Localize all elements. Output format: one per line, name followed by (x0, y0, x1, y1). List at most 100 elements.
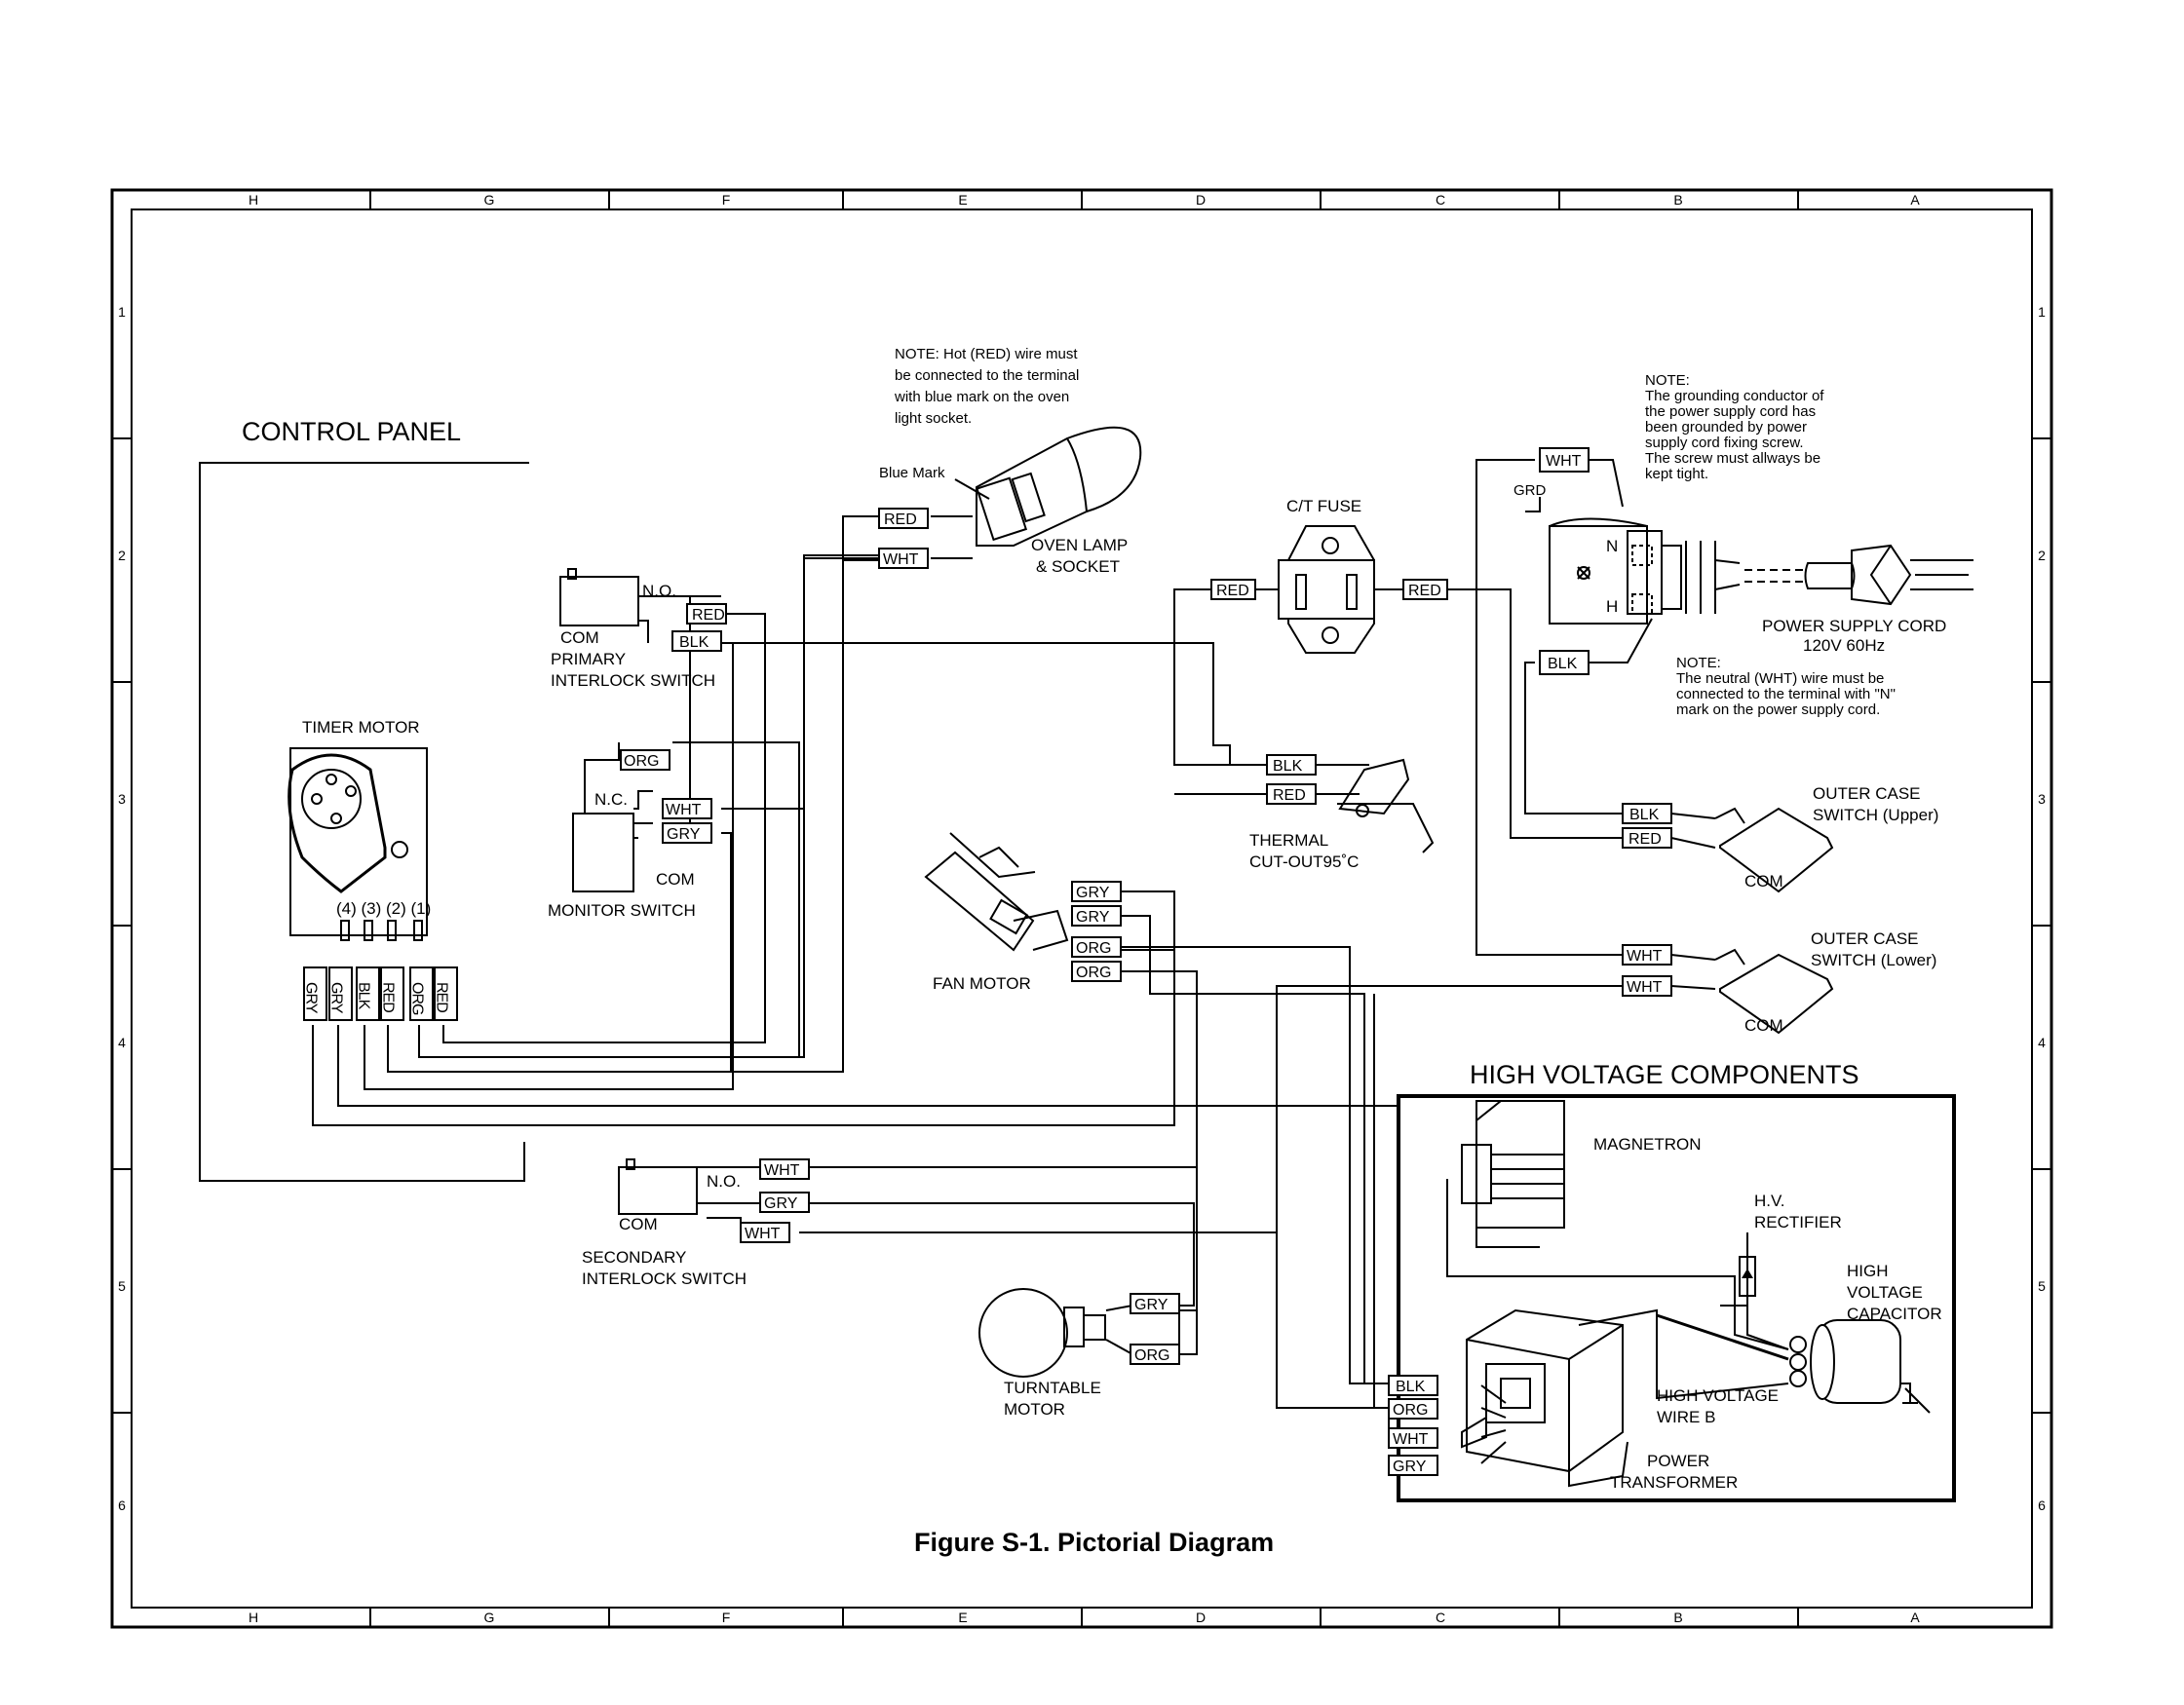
tag-thermal-blk: BLK (1266, 754, 1317, 776)
svg-text:ORG: ORG (624, 753, 659, 770)
ground-note-7: kept tight. (1645, 466, 1708, 482)
outer-lower-label-2: SWITCH (Lower) (1811, 951, 1936, 969)
svg-text:ORG: ORG (1393, 1402, 1428, 1419)
capacitor-label-3: CAPACITOR (1847, 1305, 1942, 1323)
row-left-6: 6 (118, 1497, 126, 1513)
n-mark: N (1606, 537, 1618, 555)
transformer-label-2: TRANSFORMER (1610, 1473, 1738, 1492)
secondary-switch-label-1: SECONDARY (582, 1248, 686, 1267)
row-right-4: 4 (2038, 1035, 2046, 1050)
tag-hv-gry: GRY (1388, 1455, 1438, 1476)
primary-no-label: N.O. (642, 582, 676, 600)
neutral-note-2: The neutral (WHT) wire must be (1676, 670, 1884, 687)
tag-outer-lower-wht-2: WHT (1622, 975, 1672, 997)
row-right-2: 2 (2038, 548, 2046, 563)
row-right-6: 6 (2038, 1497, 2046, 1513)
capacitor-label-2: VOLTAGE (1847, 1283, 1923, 1302)
tag-fan-org-2: ORG (1071, 961, 1122, 982)
wiring (312, 459, 1789, 1464)
lamp-note-2: be connected to the terminal (895, 367, 1079, 384)
primary-com-label: COM (560, 628, 599, 647)
tag-turntable-gry: GRY (1130, 1293, 1180, 1314)
outer-upper-label-1: OUTER CASE (1813, 784, 1921, 803)
tag-monitor-gry: GRY (662, 822, 712, 844)
timer-terminal-block: GRY GRY BLK RED ORG RED (303, 966, 458, 1021)
svg-text:RED: RED (1408, 583, 1441, 599)
timer-terminal-6: RED (434, 982, 450, 1012)
col-top-h: H (249, 192, 258, 208)
tag-fan-gry-1: GRY (1071, 881, 1122, 902)
power-cord-label-2: 120V 60Hz (1803, 636, 1885, 655)
timer-terminal-2: GRY (328, 982, 345, 1014)
tag-secondary-gry: GRY (759, 1192, 810, 1213)
monitor-com-label: COM (656, 870, 695, 889)
hv-capacitor: HIGH VOLTAGE CAPACITOR (1789, 1262, 1942, 1414)
monitor-switch-label: MONITOR SWITCH (548, 901, 696, 920)
outer-case-switch-lower: COM OUTER CASE SWITCH (Lower) (1714, 929, 1936, 1035)
tag-turntable-org: ORG (1130, 1344, 1180, 1365)
high-voltage-title: HIGH VOLTAGE COMPONENTS (1470, 1060, 1859, 1089)
control-panel-title: CONTROL PANEL (242, 417, 461, 446)
power-supply-cord: NOTE: The grounding conductor of the pow… (1513, 372, 1973, 718)
col-top-d: D (1196, 192, 1206, 208)
tag-monitor-org: ORG (620, 749, 671, 771)
svg-text:GRY: GRY (1134, 1297, 1169, 1313)
svg-text:WHT: WHT (666, 802, 702, 818)
secondary-interlock-switch: N.O. COM SECONDARY INTERLOCK SWITCH (582, 1158, 747, 1288)
hv-wire-label-1: HIGH VOLTAGE (1657, 1386, 1779, 1405)
outer-upper-com: COM (1744, 872, 1783, 890)
tag-hv-blk: BLK (1388, 1375, 1438, 1396)
h-mark: H (1606, 597, 1618, 616)
oven-lamp: NOTE: Hot (RED) wire must be connected t… (879, 346, 1142, 576)
tag-lamp-red: RED (878, 508, 929, 529)
svg-text:WHT: WHT (1627, 979, 1663, 996)
power-cord-label-1: POWER SUPPLY CORD (1762, 617, 1946, 635)
magnetron: MAGNETRON (1461, 1100, 1702, 1248)
col-bottom-h: H (249, 1610, 258, 1625)
svg-text:ORG: ORG (1076, 965, 1111, 981)
tag-hv-wht: WHT (1388, 1427, 1438, 1449)
tag-outer-upper-blk: BLK (1622, 803, 1672, 824)
turntable-label-1: TURNTABLE (1004, 1379, 1101, 1397)
blue-mark-label: Blue Mark (879, 465, 945, 481)
outer-upper-label-2: SWITCH (Upper) (1813, 806, 1938, 824)
svg-text:BLK: BLK (1273, 758, 1303, 775)
col-bottom-d: D (1196, 1610, 1206, 1625)
oven-lamp-label-2: & SOCKET (1036, 557, 1120, 576)
tag-fuse-red-left: RED (1210, 579, 1256, 600)
col-top-e: E (958, 192, 967, 208)
ground-note-2: The grounding conductor of (1645, 388, 1824, 404)
neutral-note-1: NOTE: (1676, 655, 1721, 671)
row-right-5: 5 (2038, 1278, 2046, 1294)
capacitor-label-1: HIGH (1847, 1262, 1889, 1280)
timer-motor-label: TIMER MOTOR (302, 718, 420, 737)
fan-motor: FAN MOTOR (924, 832, 1069, 993)
svg-text:BLK: BLK (679, 634, 709, 651)
row-right-3: 3 (2038, 791, 2046, 807)
svg-text:RED: RED (1273, 787, 1306, 804)
tag-fan-org-1: ORG (1071, 936, 1122, 958)
lamp-note-4: light socket. (895, 410, 972, 427)
svg-text:GRY: GRY (1076, 909, 1110, 926)
thermal-label-2: CUT-OUT95˚C (1249, 852, 1359, 871)
row-right-1: 1 (2038, 304, 2046, 320)
thermal-cutout: THERMAL CUT-OUT95˚C (1249, 758, 1435, 871)
row-left-4: 4 (118, 1035, 126, 1050)
svg-text:BLK: BLK (1548, 656, 1578, 672)
tag-secondary-wht-1: WHT (759, 1158, 810, 1180)
timer-terminal-4: RED (380, 982, 397, 1012)
tag-cord-wht: WHT (1539, 447, 1590, 473)
svg-text:GRY: GRY (1076, 885, 1110, 901)
tag-outer-lower-wht-1: WHT (1622, 944, 1672, 966)
tag-primary-blk: BLK (671, 630, 722, 652)
control-panel-outline (199, 462, 529, 1182)
primary-switch-label-2: INTERLOCK SWITCH (551, 671, 715, 690)
timer-motor: TIMER MOTOR (4) (3) (2) (1) (287, 718, 431, 941)
svg-text:GRY: GRY (1393, 1459, 1427, 1475)
magnetron-label: MAGNETRON (1593, 1135, 1702, 1154)
col-bottom-f: F (722, 1610, 731, 1625)
tag-secondary-wht-2: WHT (740, 1222, 790, 1243)
tag-primary-red: RED (686, 603, 727, 625)
outer-lower-com: COM (1744, 1016, 1783, 1035)
